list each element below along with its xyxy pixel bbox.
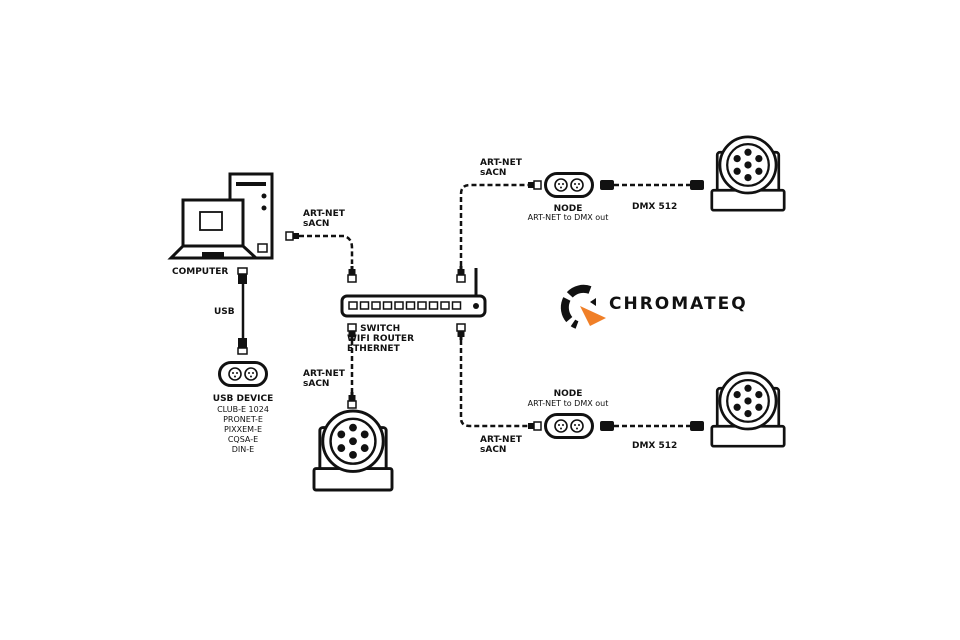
switch-port <box>451 301 462 310</box>
dmx-cable-top <box>600 180 704 190</box>
switch-port <box>394 301 404 310</box>
node-top-label: NODE ART-NET to DMX out <box>528 204 609 222</box>
switch-port <box>382 301 393 310</box>
svg-text:ART-NET to DMX out: ART-NET to DMX out <box>528 213 609 222</box>
svg-text:ETHERNET: ETHERNET <box>347 344 401 354</box>
node-bottom-icon <box>544 413 594 439</box>
fixture-bottom-icon <box>710 371 786 448</box>
svg-text:IP SWITCH: IP SWITCH <box>347 324 400 334</box>
switch-port <box>440 301 450 310</box>
svg-text:NODE: NODE <box>554 204 583 214</box>
ip-switch-icon <box>340 268 487 318</box>
dmx-label-bottom: DMX 512 <box>632 441 677 451</box>
switch-port <box>348 301 358 310</box>
svg-text:ART-NET to DMX out: ART-NET to DMX out <box>528 399 609 408</box>
chromateq-logo: CHROMATEQ <box>560 284 748 329</box>
ethernet-cable-top <box>456 180 542 283</box>
switch-label: IP SWITCH WIFI ROUTER ETHERNET <box>347 324 414 354</box>
dmx-label-top: DMX 512 <box>632 202 677 212</box>
svg-text:PRONET-E: PRONET-E <box>223 415 263 424</box>
svg-text:DIN-E: DIN-E <box>232 445 254 454</box>
svg-text:USB DEVICE: USB DEVICE <box>213 394 273 404</box>
usb-device-label: USB DEVICE CLUB-E 1024 PRONET-E PIXXEM-E… <box>213 394 273 454</box>
svg-text:NODE: NODE <box>554 389 583 399</box>
node-bottom-label: NODE ART-NET to DMX out <box>528 389 609 408</box>
usb-label: USB <box>214 307 235 317</box>
dmx-cable-bottom <box>600 421 704 431</box>
svg-text:CQSA-E: CQSA-E <box>228 435 258 444</box>
fixture-top-icon <box>710 135 786 212</box>
computer-label: COMPUTER <box>172 267 228 277</box>
fixture-center-icon <box>312 409 394 492</box>
ethernet-cable-computer <box>285 231 357 283</box>
svg-text:PIXXEM-E: PIXXEM-E <box>224 425 262 434</box>
svg-text:WIFI ROUTER: WIFI ROUTER <box>347 334 414 344</box>
switch-port <box>359 301 370 310</box>
node-top-icon <box>544 172 594 198</box>
computer-icon <box>167 172 274 260</box>
logo-text: CHROMATEQ <box>609 294 748 314</box>
usb-cable <box>237 267 248 355</box>
ethernet-cable-center <box>347 323 357 409</box>
svg-text:CLUB-E 1024: CLUB-E 1024 <box>217 405 269 414</box>
switch-port <box>428 301 439 310</box>
switch-port <box>417 301 427 310</box>
switch-port <box>371 301 381 310</box>
usb-device-icon <box>218 361 268 387</box>
switch-port <box>405 301 416 310</box>
ethernet-cable-bottom <box>456 323 542 431</box>
